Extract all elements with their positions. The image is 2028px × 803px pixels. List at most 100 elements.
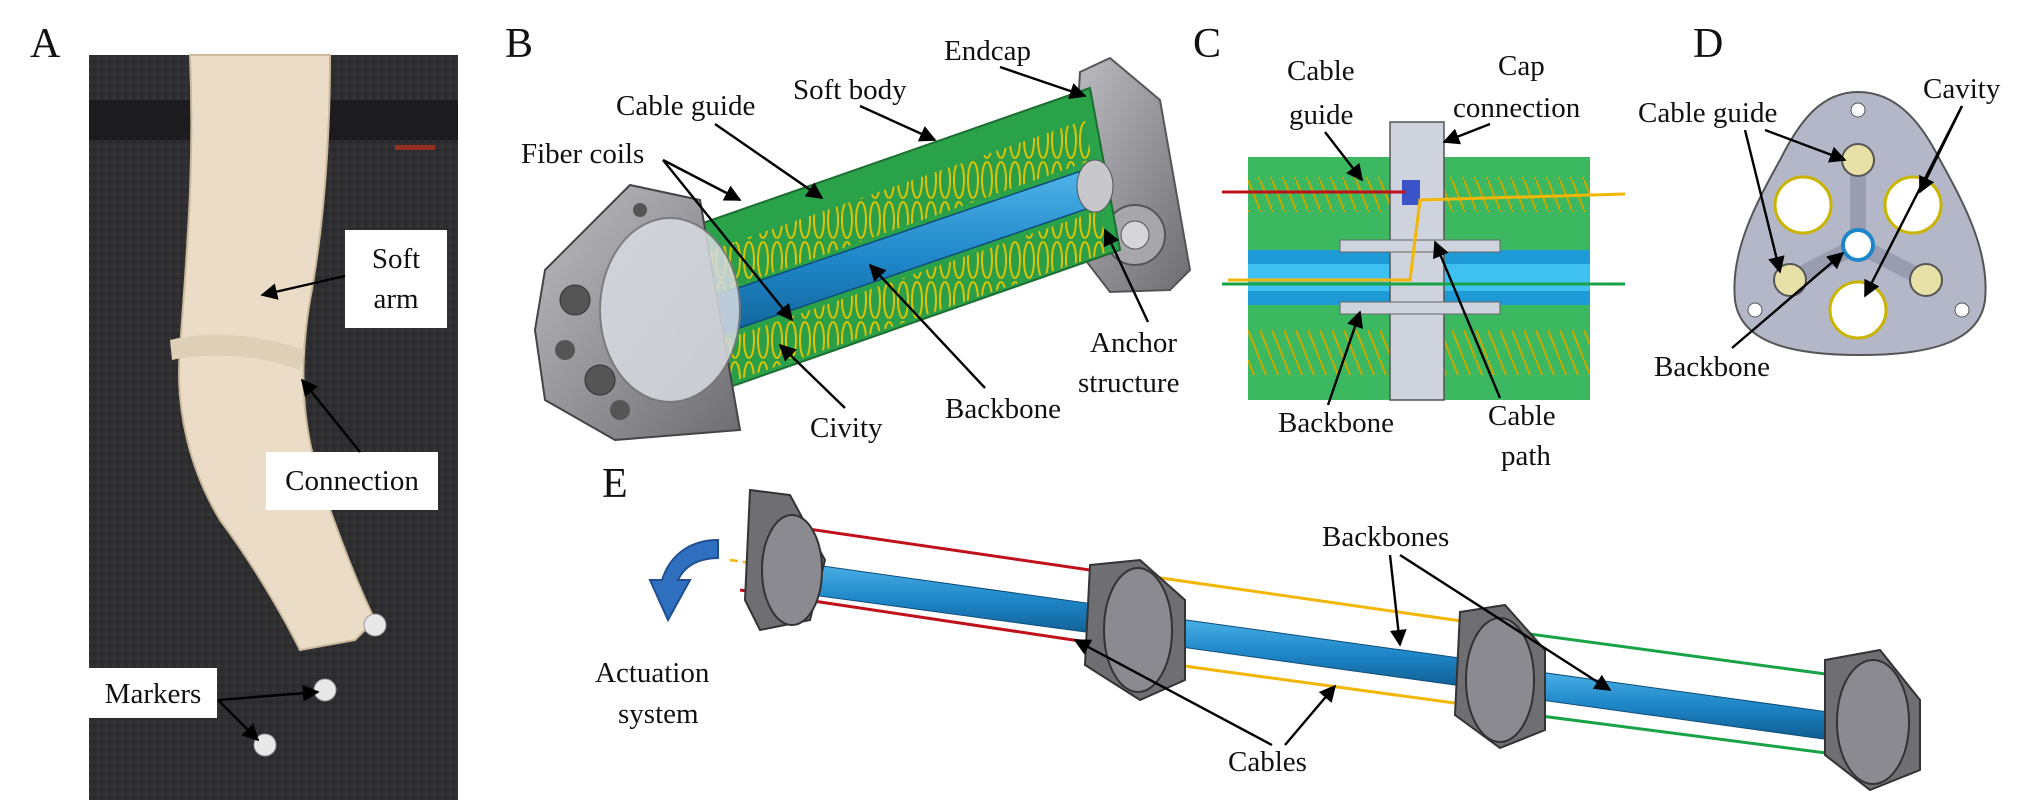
anchor-label-2: structure	[1078, 367, 1179, 399]
e-backbone-2	[1144, 614, 1511, 693]
e-backbones-arrow-1	[1388, 554, 1407, 647]
panel-d: D Cable guide Cavity Backbone	[1638, 21, 2001, 383]
c-cable-path-arrow	[1433, 240, 1502, 399]
cable-guide-arrow-b	[714, 123, 824, 199]
d-mount-hole-left	[1747, 302, 1763, 318]
c-backbone-arrow	[1326, 310, 1364, 406]
d-mount-hole-top	[1850, 102, 1866, 118]
e-cables-arrow-2	[1284, 684, 1337, 746]
endcap-hole-4	[610, 400, 630, 420]
e-yellow-cable-top	[1139, 573, 1511, 630]
d-cable-guide-arrow-1	[1764, 128, 1847, 163]
panel-e: E Backbones Actuation system Cables	[595, 461, 1921, 792]
backbone-arrow-b	[868, 263, 986, 389]
c-cable-path-1: Cable	[1488, 400, 1556, 432]
panel-e-letter: E	[602, 461, 628, 507]
endcap-arrow	[999, 65, 1087, 100]
e-red-cable-top	[759, 520, 1146, 580]
panel-c: C Cable guide Cap connection Backbone Ca…	[1193, 21, 1626, 472]
d-cable-guide-1	[1841, 143, 1875, 177]
panel-d-letter: D	[1693, 21, 1723, 67]
section-cable-path	[1228, 192, 1626, 282]
backbone-label-b: Backbone	[945, 393, 1061, 425]
c-cable-guide-1: Cable	[1287, 55, 1355, 87]
actuation-rotation-icon	[648, 538, 719, 623]
endcap-hole-2	[584, 364, 616, 396]
endcap-transparent-disc	[599, 217, 741, 403]
anchor-label-1: Anchor	[1090, 327, 1177, 359]
d-backbone-label: Backbone	[1654, 351, 1770, 383]
fiber-coils-arrow-1	[662, 158, 742, 202]
soft-body-label: Soft body	[793, 74, 907, 106]
c-cap-conn-1: Cap	[1498, 50, 1545, 82]
soft-body-arrow	[859, 104, 937, 142]
e-cables-arrow-1	[1073, 638, 1273, 747]
d-cavity-2	[1883, 175, 1943, 235]
arm-connection-joint	[170, 334, 305, 370]
d-backbone-arrow	[1731, 251, 1845, 349]
panel-c-letter: C	[1193, 21, 1221, 67]
fiber-coil-top	[655, 120, 1092, 312]
connection-arrow	[300, 378, 361, 453]
panel-b-letter: B	[505, 21, 533, 67]
section-cap	[1389, 121, 1445, 401]
endcap-hole-3	[555, 340, 575, 360]
panel-a-letter: A	[30, 21, 61, 67]
c-backbone-label: Backbone	[1278, 407, 1394, 439]
soft-arm-arrow	[260, 274, 346, 300]
cable-guide-label-b: Cable guide	[616, 90, 755, 122]
fiber-coils-label: Fiber coils	[521, 138, 644, 170]
marker-2	[313, 678, 337, 702]
e-cables-label: Cables	[1228, 746, 1307, 778]
marker-1	[363, 613, 387, 637]
markers-arrow-2	[217, 699, 260, 742]
d-mount-hole-right	[1954, 302, 1970, 318]
panel-a: A Soft arm Connection Markers	[30, 21, 458, 800]
markers-label-box	[89, 668, 217, 718]
d-cable-guide-arrow-2	[1743, 129, 1785, 274]
c-cable-path-2: path	[1501, 440, 1551, 472]
anchor-arrow	[1103, 228, 1150, 323]
e-actuation-2: system	[618, 698, 699, 730]
d-cavity-3	[1828, 280, 1888, 340]
e-endcap-1-face	[761, 514, 823, 626]
e-backbone-3	[1504, 667, 1851, 743]
e-backbones-arrow-2	[1399, 553, 1612, 692]
marker-3	[253, 733, 277, 757]
e-green-cable-bottom	[1509, 710, 1881, 762]
d-cable-guide-3	[1909, 263, 1943, 297]
soft-arm-label-1: Soft	[372, 243, 420, 275]
endcap-label: Endcap	[944, 35, 1031, 67]
endcap-hole-1	[559, 284, 591, 316]
connection-label-box	[266, 452, 438, 510]
connection-label: Connection	[285, 465, 419, 497]
e-endcap-2-face	[1103, 567, 1173, 693]
e-endcap-4-face	[1836, 659, 1910, 785]
photo-red-light	[395, 145, 435, 150]
soft-arm-label-2: arm	[373, 283, 419, 315]
civity-label: Civity	[810, 412, 883, 444]
d-cable-guide-label: Cable guide	[1638, 97, 1777, 129]
section-cap-flange-bottom	[1339, 301, 1501, 315]
d-backbone-hole	[1841, 228, 1875, 262]
c-cable-guide-2: guide	[1289, 99, 1353, 131]
markers-label: Markers	[105, 678, 202, 710]
backbone-end-fitting	[1076, 159, 1114, 213]
d-cavity-arrow-2	[1863, 105, 1964, 298]
e-actuation-1: Actuation	[595, 657, 710, 689]
c-cable-guide-arrow	[1324, 131, 1364, 182]
d-cavity-1	[1773, 175, 1833, 235]
e-endcap-3-face	[1465, 617, 1535, 743]
anchor-hub	[1120, 220, 1150, 250]
civity-arrow	[778, 343, 846, 409]
section-cable-guide-block	[1402, 180, 1420, 205]
panel-b: B Endcap Soft body Cable guide Fiber coi…	[505, 21, 1192, 444]
d-cavity-label: Cavity	[1923, 73, 2001, 105]
fiber-coils-arrow-2	[662, 159, 794, 322]
e-backbones-label: Backbones	[1322, 521, 1449, 553]
c-cap-conn-2: connection	[1453, 92, 1581, 124]
endcap-hole-5	[633, 203, 647, 217]
section-cap-flange-top	[1339, 239, 1501, 253]
c-cap-conn-arrow	[1442, 122, 1491, 145]
